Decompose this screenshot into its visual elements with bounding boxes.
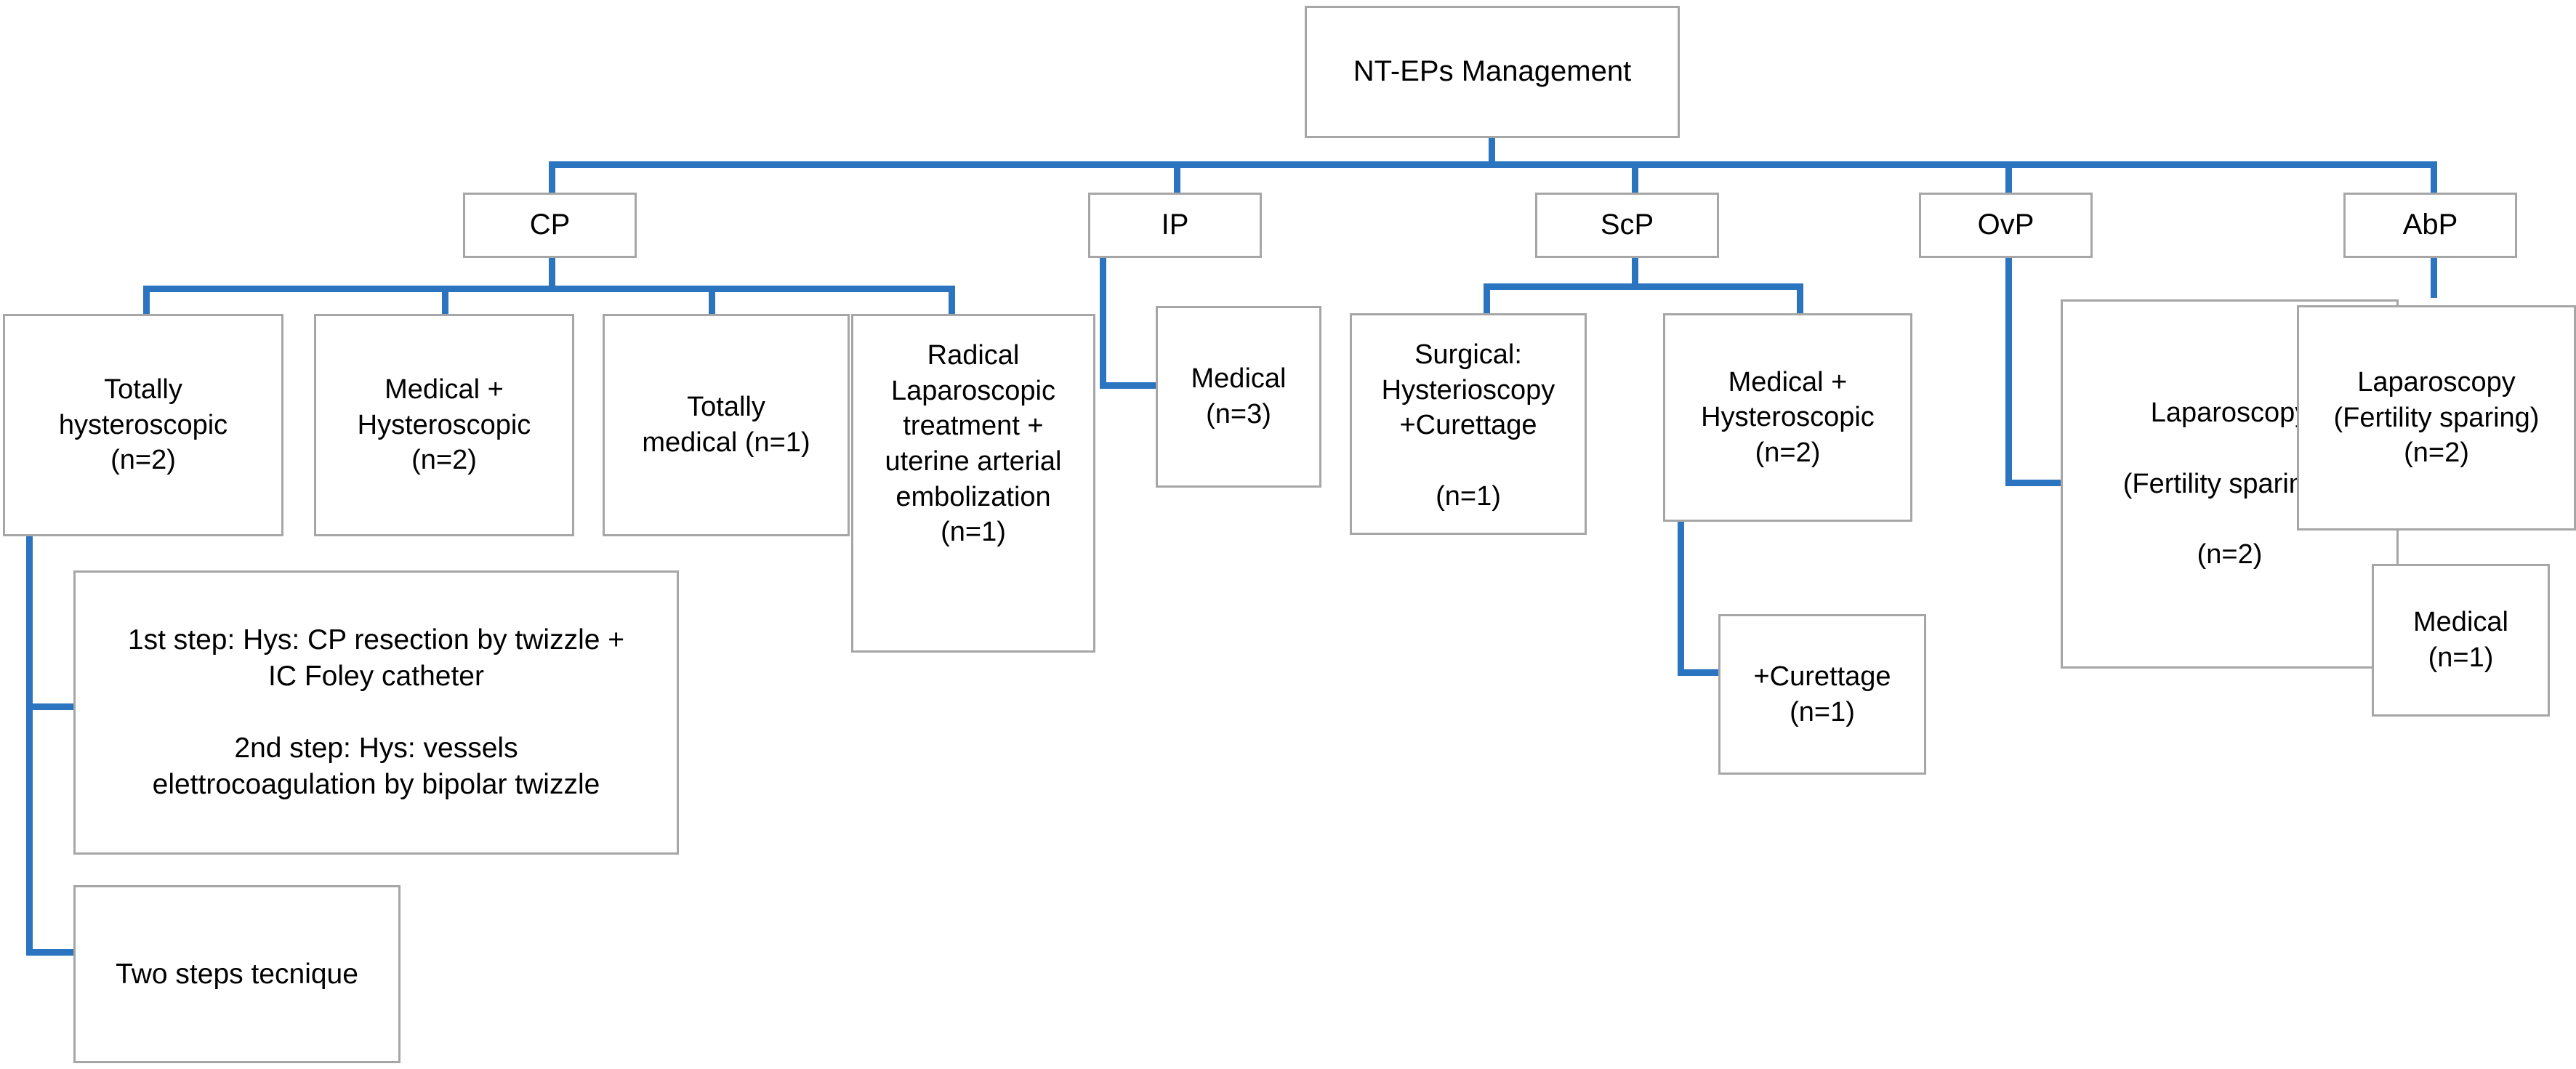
node-cp-radical-laparoscopic[interactable]: Radical Laparoscopic treatment + uterine…	[851, 314, 1095, 653]
connector-scp2-elbow	[1678, 669, 1721, 676]
node-category-scp[interactable]: ScP	[1535, 193, 1719, 258]
node-cp-medical-hysteroscopic[interactable]: Medical + Hysteroscopic (n=2)	[314, 314, 574, 536]
node-cp-totally-medical[interactable]: Totally medical (n=1)	[603, 314, 850, 536]
connector-root-bus	[549, 161, 2437, 168]
connector-drop-scp	[1632, 161, 1638, 199]
node-scp-medical-hysteroscopic[interactable]: Medical + Hysteroscopic (n=2)	[1663, 313, 1912, 522]
node-category-abp[interactable]: AbP	[2343, 193, 2517, 258]
node-scp-surgical-hysterioscopy[interactable]: Surgical: Hysterioscopy +Curettage (n=1)	[1350, 313, 1587, 535]
node-cp-two-steps-detail[interactable]: 1st step: Hys: CP resection by twizzle +…	[73, 570, 679, 855]
node-ip-medical[interactable]: Medical (n=3)	[1156, 306, 1321, 488]
connector-drop-ip	[1174, 161, 1180, 199]
node-cp-two-steps-technique[interactable]: Two steps tecnique	[73, 885, 401, 1063]
node-abp-laparoscopy[interactable]: Laparoscopy (Fertility sparing) (n=2)	[2297, 305, 2576, 531]
connector-drop-ovp	[2005, 161, 2012, 199]
connector-scp-stem	[1632, 256, 1638, 289]
connector-scp2-stem	[1678, 520, 1684, 676]
node-root[interactable]: NT-EPs Management	[1305, 6, 1680, 138]
connector-cp-detail-steps	[26, 703, 76, 710]
connector-cp-drop-1	[143, 286, 150, 316]
node-abp-medical[interactable]: Medical (n=1)	[2372, 564, 2550, 717]
connector-drop-cp	[549, 161, 555, 199]
connector-ip-elbow	[1100, 382, 1158, 389]
connector-cp-detail-trunk	[26, 534, 33, 956]
connector-scp-drop-2	[1797, 283, 1803, 316]
connector-cp-drop-4	[949, 286, 955, 316]
connector-cp-drop-3	[709, 286, 715, 316]
connector-cp-stem	[549, 256, 555, 290]
connector-cp-detail-technique	[26, 949, 76, 956]
connector-cp-bus	[143, 286, 955, 292]
connector-cp-drop-2	[442, 286, 448, 316]
connector-scp-drop-1	[1484, 283, 1490, 316]
node-category-cp[interactable]: CP	[463, 193, 637, 258]
node-category-ip[interactable]: IP	[1088, 193, 1262, 258]
connector-ovp-elbow	[2005, 480, 2064, 486]
connector-root-stem	[1489, 134, 1495, 165]
node-category-ovp[interactable]: OvP	[1919, 193, 2093, 258]
connector-scp-bus	[1484, 283, 1803, 290]
connector-ip-stem	[1100, 256, 1106, 389]
connector-ovp-stem	[2005, 256, 2012, 486]
node-cp-totally-hysteroscopic[interactable]: Totally hysteroscopic (n=2)	[3, 314, 283, 536]
connector-abp-stem	[2431, 256, 2437, 298]
connector-drop-abp	[2431, 161, 2437, 199]
node-scp-curettage[interactable]: +Curettage (n=1)	[1718, 614, 1926, 775]
